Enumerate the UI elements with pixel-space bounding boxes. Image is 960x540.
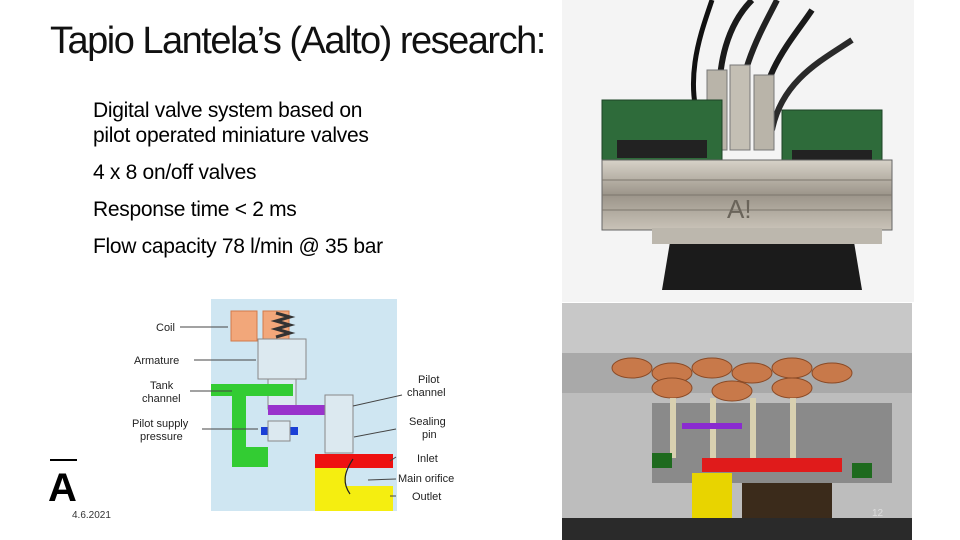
label-coil: Coil <box>156 322 175 334</box>
supply-port-shape <box>261 427 269 435</box>
sealing-pin-shape <box>324 394 354 454</box>
page-number: 12 <box>872 508 884 519</box>
bullet-text: Digital valve system based on <box>93 99 363 122</box>
logo-bar <box>50 459 77 461</box>
aalto-logo: A <box>48 466 77 510</box>
pilot-pin-shape <box>267 420 291 442</box>
flow-arrow-icon <box>344 458 354 495</box>
outlet-shape <box>315 468 393 511</box>
label-sealing-pin-1: Sealing <box>409 416 446 428</box>
label-pilot-supply-2: pressure <box>140 431 183 443</box>
label-inlet: Inlet <box>417 453 438 465</box>
label-tank-2: channel <box>142 393 181 405</box>
slide-title: Tapio Lantela’s (Aalto) research: <box>50 20 546 62</box>
svg-text:A!: A! <box>727 194 752 224</box>
label-pilot-supply-1: Pilot supply <box>132 418 189 430</box>
bullet-item: Response time < 2 ms <box>93 198 297 221</box>
pilot-channel-shape <box>268 405 330 415</box>
bullet-text: pilot operated miniature valves <box>93 124 369 147</box>
slide-date: 4.6.2021 <box>72 510 111 521</box>
valve-photo-graphic: A! <box>562 0 914 302</box>
valve-cutaway-graphic <box>562 303 912 540</box>
inlet-shape <box>315 454 393 468</box>
valve-schematic-graphic: Coil Armature Tank channel Pilot supply … <box>132 299 454 511</box>
supply-port-shape <box>290 427 298 435</box>
valve-photo: A! <box>562 0 914 302</box>
label-tank-1: Tank <box>150 380 174 392</box>
spring-icon <box>270 311 296 339</box>
label-outlet: Outlet <box>412 491 441 503</box>
label-main-orifice: Main orifice <box>398 473 454 485</box>
valve-cutaway <box>562 303 912 540</box>
bullet-item: Flow capacity 78 l/min @ 35 bar <box>93 235 383 258</box>
label-sealing-pin-2: pin <box>422 429 437 441</box>
coil-shape <box>230 310 258 342</box>
valve-schematic: Coil Armature Tank channel Pilot supply … <box>128 299 473 511</box>
bullet-list: Digital valve system based on pilot oper… <box>93 98 383 271</box>
tank-channel-shape <box>211 384 293 467</box>
label-pilot-channel-2: channel <box>407 387 446 399</box>
armature-shape <box>257 338 307 380</box>
label-pilot-channel-1: Pilot <box>418 374 439 386</box>
bullet-item: 4 x 8 on/off valves <box>93 161 257 184</box>
label-armature: Armature <box>134 355 179 367</box>
bullet-item: Digital valve system based on pilot oper… <box>93 98 383 148</box>
